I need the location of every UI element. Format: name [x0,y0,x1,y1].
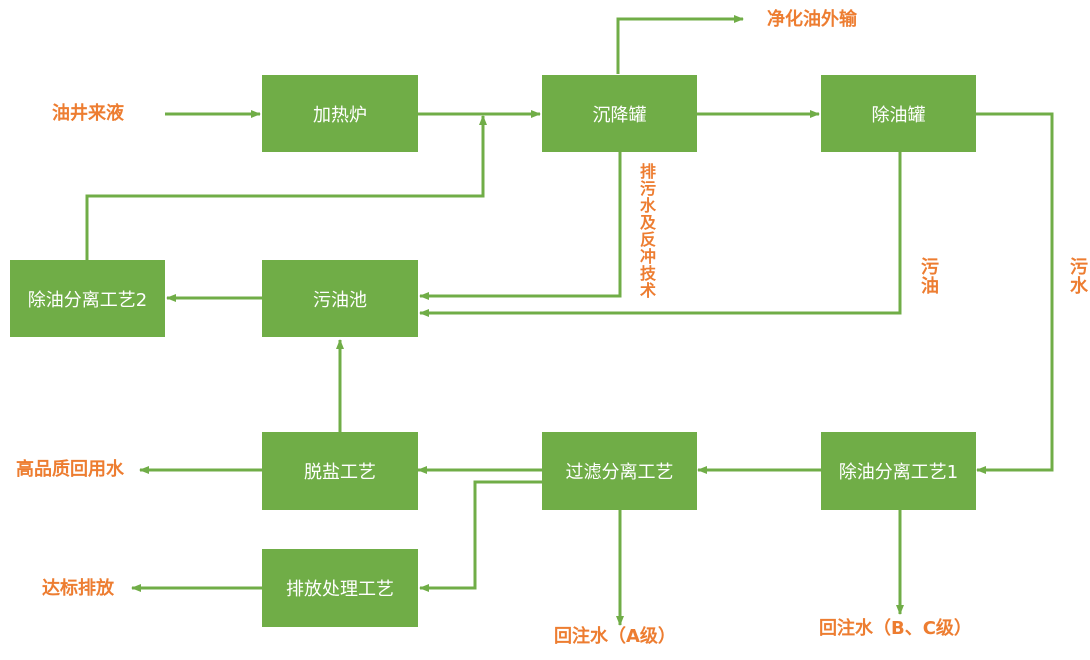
desalination-label: 脱盐工艺 [304,462,376,483]
separation-1-box: 除油分离工艺1 [821,432,976,510]
sludge-oil-label: 污油 [918,257,939,295]
oil-removal-tank-label: 除油罐 [871,104,926,126]
arrow-filtration-to-discharge-treatment [419,480,542,592]
discharge-treatment-label: 排放处理工艺 [286,579,394,600]
separation-1-label: 除油分离工艺1 [838,462,959,483]
settling-tank-label: 沉降罐 [592,104,647,126]
purified-oil-export-label: 净化油外输 [767,9,857,30]
sewage-label: 污水 [1067,257,1088,295]
discharge-treatment-box: 排放处理工艺 [262,549,418,627]
reinjection-bc-label: 回注水（B、C级） [819,618,972,639]
compliant-discharge-label: 达标排放 [42,578,114,599]
separation-2-box: 除油分离工艺2 [10,260,165,337]
reinjection-a-label: 回注水（A级） [554,626,676,647]
filtration-label: 过滤分离工艺 [565,462,674,483]
arrow-settling-tank-to-oil-export [616,15,744,74]
wellhead-fluid-label: 油井来液 [52,103,124,124]
drain-backwash-label: 排污水及反冲技术 [637,163,656,299]
oil-removal-tank-box: 除油罐 [821,75,976,152]
separation-2-label: 除油分离工艺2 [27,289,148,311]
arrow-separation2-return [85,115,487,260]
desalination-box: 脱盐工艺 [262,432,418,510]
settling-tank-box: 沉降罐 [542,75,697,152]
arrow-oil-tank-sewage-to-separation1 [976,112,1054,474]
arrow-settling-drain-to-sludge-pool [419,152,622,300]
sludge-pool-label: 污油池 [313,289,367,311]
sludge-pool-box: 污油池 [262,260,418,337]
heater-box: 加热炉 [262,75,418,152]
high-quality-water-label: 高品质回用水 [16,459,124,480]
filtration-box: 过滤分离工艺 [542,432,697,510]
heater-label: 加热炉 [313,104,367,126]
arrow-oil-tank-to-sludge-pool [419,152,902,317]
